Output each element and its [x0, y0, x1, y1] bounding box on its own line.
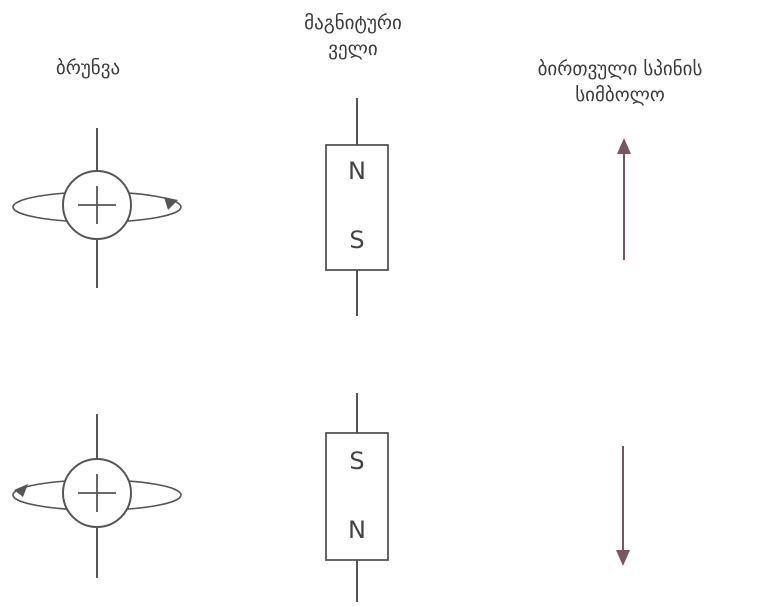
magnet-pole-bottom-2: N: [348, 516, 366, 544]
spin-arrow-head-1: [617, 138, 631, 154]
magnet-body-2: [325, 432, 389, 561]
header-rotation-label: ბრუნვა: [55, 57, 121, 79]
header-spin-line2: სიმბოლო: [575, 84, 665, 106]
magnet-pole-top-2: S: [349, 447, 364, 475]
spin-arrow-down: [616, 446, 630, 566]
rotation-arrow-1: [164, 197, 178, 210]
header-magnetic-field-line2: ველი: [328, 38, 378, 60]
rotating-nucleus-1: [12, 128, 182, 288]
bar-magnet-1: N S: [325, 98, 389, 316]
header-nuclear-spin-symbol: ბირთვული სპინის სიმბოლო: [470, 56, 770, 108]
header-magnetic-field: მაგნიტური ველი: [258, 10, 448, 62]
spin-arrow-up: [617, 138, 631, 260]
header-rotation: ბრუნვა: [18, 55, 158, 81]
magnet-pole-bottom-1: S: [349, 226, 364, 254]
bar-magnet-2: S N: [325, 393, 389, 602]
magnet-pole-top-1: N: [348, 157, 366, 185]
header-magnetic-field-line1: მაგნიტური: [304, 12, 402, 34]
header-spin-line1: ბირთვული სპინის: [537, 58, 703, 80]
rotating-nucleus-2: [12, 414, 182, 578]
magnet-body-1: [325, 144, 389, 271]
rotation-arrow-2: [14, 484, 28, 497]
spin-arrow-head-2: [616, 550, 630, 566]
